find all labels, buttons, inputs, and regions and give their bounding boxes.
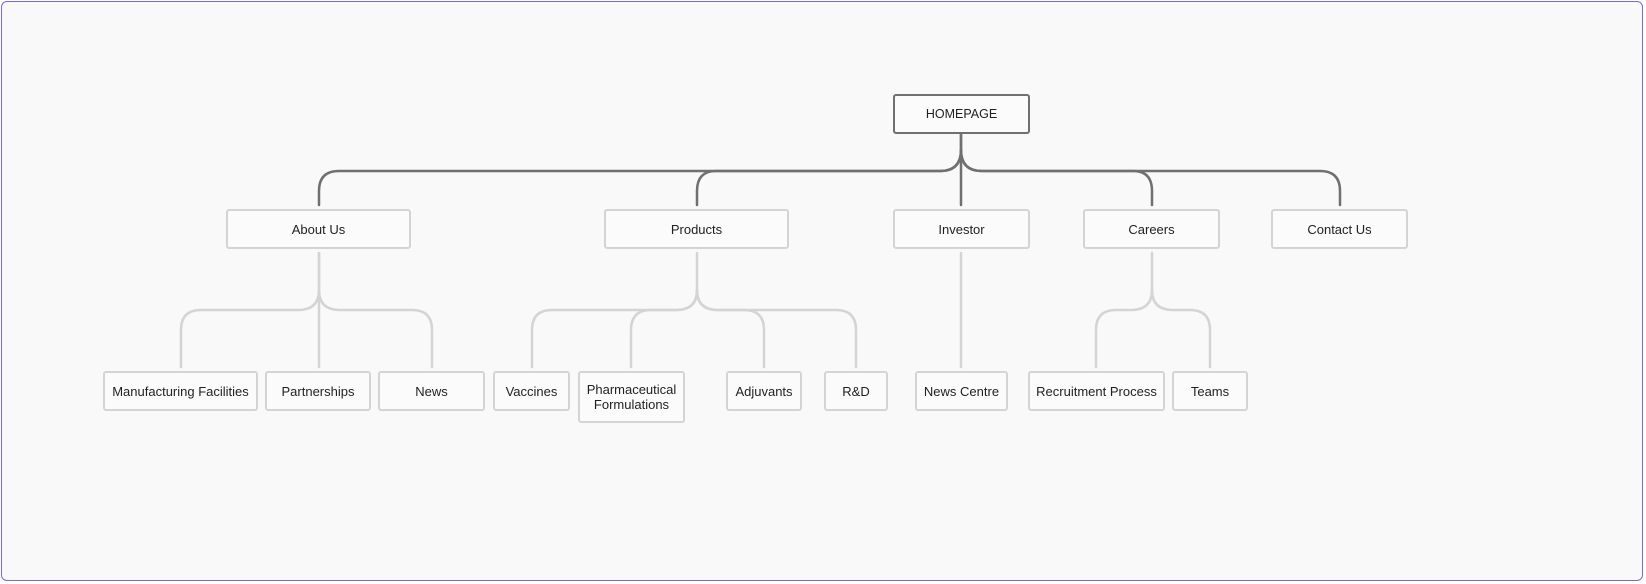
node-label: About Us xyxy=(291,221,346,237)
node-label: Careers xyxy=(1128,221,1175,237)
node-partnerships[interactable]: Partnerships xyxy=(265,371,371,411)
connector-products-rnd xyxy=(695,288,858,369)
connector-about-manufacturing xyxy=(179,251,321,369)
node-label: News xyxy=(415,383,448,399)
node-label: Contact Us xyxy=(1307,221,1372,237)
connector-root-contact xyxy=(959,148,1342,207)
connector-products-adjuvants xyxy=(695,288,766,369)
node-label: Products xyxy=(670,221,723,237)
node-products[interactable]: Products xyxy=(604,209,789,249)
connector-careers-teams xyxy=(1150,288,1212,369)
node-adjuvants[interactable]: Adjuvants xyxy=(726,371,802,411)
node-careers[interactable]: Careers xyxy=(1083,209,1220,249)
node-label: Adjuvants xyxy=(735,383,793,399)
node-label: R&D xyxy=(842,383,870,399)
node-label: HOMEPAGE xyxy=(925,106,998,121)
node-contact-us[interactable]: Contact Us xyxy=(1271,209,1408,249)
node-recruitment-process[interactable]: Recruitment Process xyxy=(1028,371,1165,411)
node-vaccines[interactable]: Vaccines xyxy=(493,371,570,411)
node-label: Manufacturing Facilities xyxy=(112,383,249,399)
connector-about-news xyxy=(317,288,434,369)
node-label: News Centre xyxy=(923,383,1000,399)
node-investor[interactable]: Investor xyxy=(893,209,1030,249)
node-news[interactable]: News xyxy=(378,371,485,411)
connector-root-careers xyxy=(959,148,1154,207)
node-teams[interactable]: Teams xyxy=(1172,371,1248,411)
connector-root-about xyxy=(317,132,963,207)
node-label: Investor xyxy=(938,221,985,237)
node-news-centre[interactable]: News Centre xyxy=(915,371,1008,411)
connector-products-pharma xyxy=(629,288,699,369)
node-label: Teams xyxy=(1190,383,1230,399)
node-pharmaceutical-formulations[interactable]: Pharmaceutical Formulations xyxy=(578,371,685,423)
connector-root-products xyxy=(695,148,963,207)
node-label: Pharmaceutical Formulations xyxy=(586,382,677,412)
connector-careers-recruitment xyxy=(1094,251,1154,369)
node-label: Vaccines xyxy=(505,383,558,399)
node-manufacturing-facilities[interactable]: Manufacturing Facilities xyxy=(103,371,258,411)
node-label: Partnerships xyxy=(281,383,355,399)
node-homepage[interactable]: HOMEPAGE xyxy=(893,94,1030,134)
node-label: Recruitment Process xyxy=(1036,383,1157,399)
node-about-us[interactable]: About Us xyxy=(226,209,411,249)
node-rnd[interactable]: R&D xyxy=(824,371,888,411)
